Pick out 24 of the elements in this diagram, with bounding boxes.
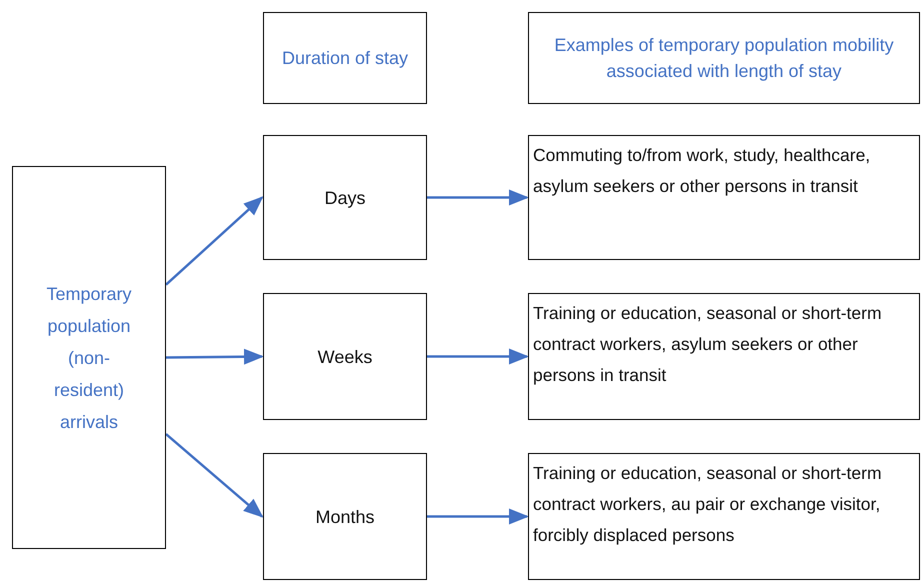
box-text: Examples of temporary population mobility associated with length of stay: [553, 34, 895, 83]
box-text: Months: [315, 506, 375, 528]
box-text: Weeks: [318, 346, 372, 368]
arrow: [427, 348, 529, 364]
examples-box: [528, 453, 920, 580]
arrow: [427, 190, 529, 206]
duration-box: [263, 453, 427, 580]
box-text: Commuting to/from work, study, healthcare, asylum seekers or other persons in transit: [533, 144, 872, 198]
box-text: Days: [324, 186, 366, 210]
arrow: [166, 348, 264, 365]
source-box: [12, 166, 166, 549]
examples-box: [528, 135, 920, 260]
box-text: Temporary population (non-resident) arrivals: [45, 282, 133, 434]
duration-box: [263, 293, 427, 420]
examples-box: [528, 293, 920, 420]
box-text: Training or education, seasonal or short-term contract workers, asylum seekers or other persons in transit: [533, 302, 883, 387]
arrow: [427, 508, 529, 524]
column-header-box: [263, 12, 427, 104]
column-header-box: [528, 12, 920, 104]
arrow: [165, 196, 264, 286]
box-text: Duration of stay: [282, 47, 408, 70]
arrow: [165, 433, 264, 518]
duration-box: [263, 135, 427, 260]
box-text: Training or education, seasonal or short-term contract workers, au pair or exchange visitor, forcibly displaced persons: [533, 462, 883, 547]
